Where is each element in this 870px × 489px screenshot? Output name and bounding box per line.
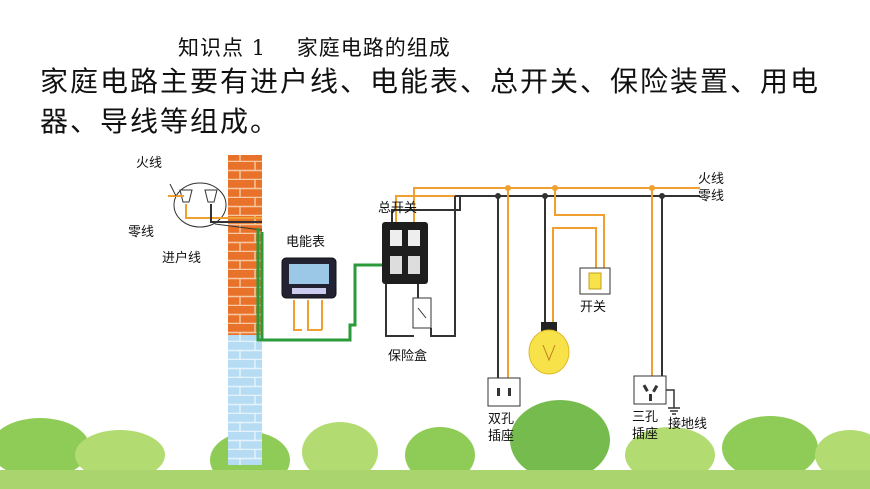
label-live-wire: 火线 xyxy=(698,172,724,187)
label-three-hole-socket-2: 插座 xyxy=(632,427,658,442)
label-switch: 开关 xyxy=(580,300,606,315)
page-title: 知识点 1 家庭电路的组成 xyxy=(178,36,451,60)
wall-switch xyxy=(579,267,611,295)
main-lines xyxy=(455,185,700,199)
label-neutral-wire-house: 零线 xyxy=(128,225,154,240)
label-ground-wire: 接地线 xyxy=(668,416,707,432)
tree-decoration xyxy=(0,400,870,489)
three-hole-socket xyxy=(633,188,680,415)
two-hole-socket xyxy=(487,188,521,407)
label-meter: 电能表 xyxy=(286,235,325,250)
fuse-box xyxy=(412,196,456,337)
label-neutral-wire: 零线 xyxy=(698,189,724,204)
house-wall xyxy=(228,155,262,465)
label-two-hole-socket-1: 双孔 xyxy=(488,412,514,427)
label-live-wire-house: 火线 xyxy=(136,156,162,171)
service-line-wire xyxy=(256,228,386,342)
label-fuse-box: 保险盒 xyxy=(388,348,427,364)
label-two-hole-socket-2: 插座 xyxy=(488,429,514,444)
insulators xyxy=(168,182,263,231)
electric-meter xyxy=(281,257,337,331)
label-three-hole-socket-1: 三孔 xyxy=(632,410,658,425)
label-main-switch: 总开关 xyxy=(378,201,417,216)
lamp-branch xyxy=(528,188,605,375)
lead-text: 家庭电路主要有进户线、电能表、总开关、保险装置、用电器、导线等组成。 xyxy=(40,65,821,138)
label-service-line: 进户线 xyxy=(162,250,201,266)
